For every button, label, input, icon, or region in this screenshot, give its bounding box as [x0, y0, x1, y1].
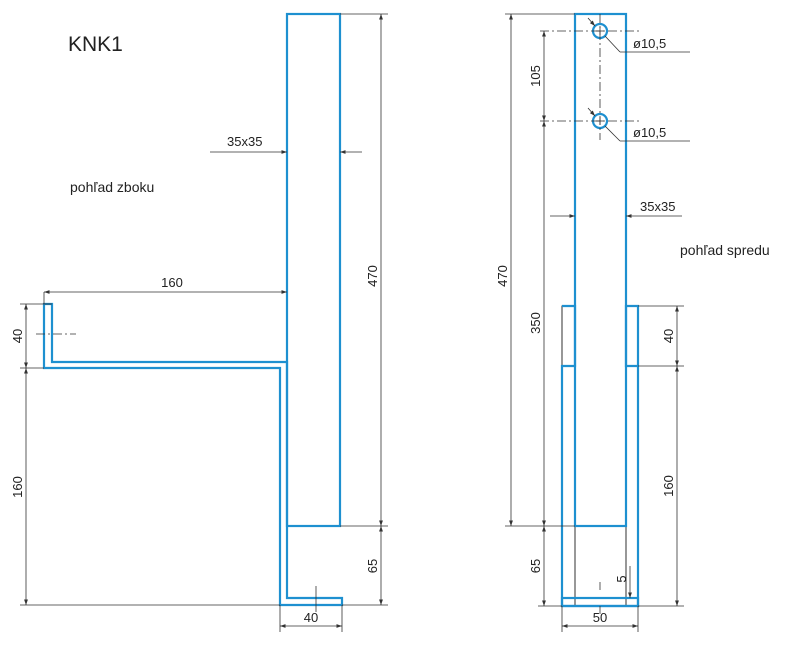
front-base-dim: 50: [593, 610, 607, 625]
front-bottom-dim: 65: [528, 559, 543, 573]
side-view-label: pohľad zboku: [70, 179, 154, 195]
front-view-label: pohľad spredu: [680, 242, 770, 258]
hole-bottom-dim: ø10,5: [633, 125, 666, 140]
side-profile-dim: 35x35: [227, 134, 262, 149]
side-view: 35x35 470 65 160 40 160 40: [10, 12, 388, 632]
front-plate-right: [625, 305, 639, 607]
hole-spacing-dim: 105: [528, 65, 543, 87]
drawing-title: KNK1: [68, 33, 123, 56]
front-profile-dim: 35x35: [640, 199, 675, 214]
front-plate-left: [561, 305, 576, 607]
front-350-dim: 350: [528, 312, 543, 334]
front-lower-dim: 160: [661, 475, 676, 497]
front-base-plate: [560, 596, 640, 608]
side-bracket: [42, 302, 344, 607]
side-foot-dim: 40: [304, 610, 318, 625]
front-thickness-dim: 5: [614, 575, 629, 582]
side-bottom-dim: 65: [365, 559, 380, 573]
side-lower-dim: 160: [10, 476, 25, 498]
front-plate-dim: 40: [661, 329, 676, 343]
side-tip-dim: 40: [10, 329, 25, 343]
side-height-dim: 470: [365, 265, 380, 287]
hole-top-dim: ø10,5: [633, 36, 666, 51]
front-view: ø10,5 ø10,5 105 35x35 470 350 65 40 160: [495, 12, 690, 632]
front-post: [573, 12, 628, 528]
front-height-dim: 470: [495, 265, 510, 287]
side-arm-dim: 160: [161, 275, 183, 290]
side-post: [285, 12, 342, 528]
